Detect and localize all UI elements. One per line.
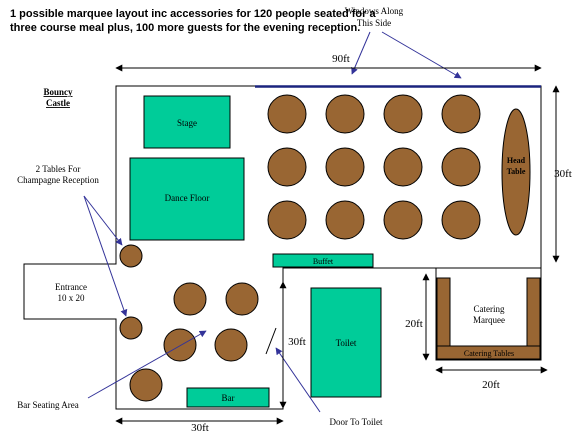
dining-table — [441, 94, 481, 134]
entrance-label-line-2: 10 x 20 — [58, 293, 86, 303]
bar-area-tables — [129, 282, 259, 402]
toilet-door — [265, 327, 277, 355]
dining-table — [267, 94, 307, 134]
champagne-table — [119, 244, 143, 268]
catering-counter-right — [526, 277, 541, 347]
dining-table — [267, 200, 307, 240]
bar-table — [214, 328, 248, 362]
head-table-line-2: Table — [507, 167, 526, 176]
dining-tables — [267, 94, 481, 240]
catering-tables — [436, 345, 541, 360]
catering-marquee — [435, 267, 542, 361]
toilet — [310, 287, 382, 398]
catering-tables-label: Catering Tables — [464, 349, 514, 358]
champagne-arrow-2 — [83, 195, 128, 317]
entrance-label-line-1: Entrance — [55, 282, 87, 292]
dance-floor-label: Dance Floor — [165, 193, 210, 203]
windows-arrow-2 — [381, 31, 462, 79]
dining-table — [383, 200, 423, 240]
catering-marquee-line-1: Catering — [474, 304, 505, 314]
champagne-arrow-1 — [83, 195, 123, 246]
head-table — [501, 108, 531, 236]
title-line-2: three course meal plus, 100 more guests … — [10, 22, 360, 34]
bar-seating-label: Bar Seating Area — [17, 400, 78, 410]
dining-table — [325, 94, 365, 134]
buffet-label: Buffet — [313, 257, 334, 266]
bar-table — [163, 328, 197, 362]
dining-table — [441, 147, 481, 187]
stage-label: Stage — [177, 118, 197, 128]
dance-floor — [129, 157, 245, 241]
bar-table — [225, 282, 259, 316]
dining-table — [383, 147, 423, 187]
bar — [186, 387, 270, 408]
buffet — [272, 253, 374, 268]
champagne-table — [119, 316, 143, 340]
toilet-label: Toilet — [336, 338, 357, 348]
champagne-label-line-1: 2 Tables For — [36, 164, 81, 174]
dimension-catering-width: 20ft — [482, 379, 500, 391]
title-line-1: 1 possible marquee layout inc accessorie… — [10, 8, 376, 20]
bouncy-castle-line-1: Bouncy — [43, 87, 73, 97]
catering-marquee-line-2: Marquee — [473, 315, 505, 325]
bar-label: Bar — [222, 393, 235, 403]
marquee-outline — [23, 85, 542, 410]
dimension-right-30ft: 30ft — [554, 168, 572, 180]
bar-seating-arrow — [87, 330, 207, 399]
champagne-label-line-2: Champagne Reception — [17, 175, 99, 185]
bouncy-castle-line-2: Castle — [46, 98, 70, 108]
door-to-toilet-label: Door To Toilet — [330, 417, 383, 427]
dimension-bar-width: 30ft — [191, 422, 209, 431]
dining-table — [267, 147, 307, 187]
bar-table — [173, 282, 207, 316]
windows-label-line-2: This Side — [357, 18, 391, 28]
dimension-catering-height: 20ft — [405, 318, 423, 330]
windows-label-line-1: Windows Along — [345, 6, 404, 16]
head-table-line-1: Head — [507, 156, 526, 165]
dimension-90ft: 90ft — [332, 53, 350, 65]
dining-table — [441, 200, 481, 240]
bar-table — [129, 368, 163, 402]
dining-table — [383, 94, 423, 134]
dining-table — [325, 200, 365, 240]
dimension-bar-height: 30ft — [288, 336, 306, 348]
catering-counter-left — [436, 277, 451, 347]
dining-table — [325, 147, 365, 187]
stage — [143, 95, 231, 149]
